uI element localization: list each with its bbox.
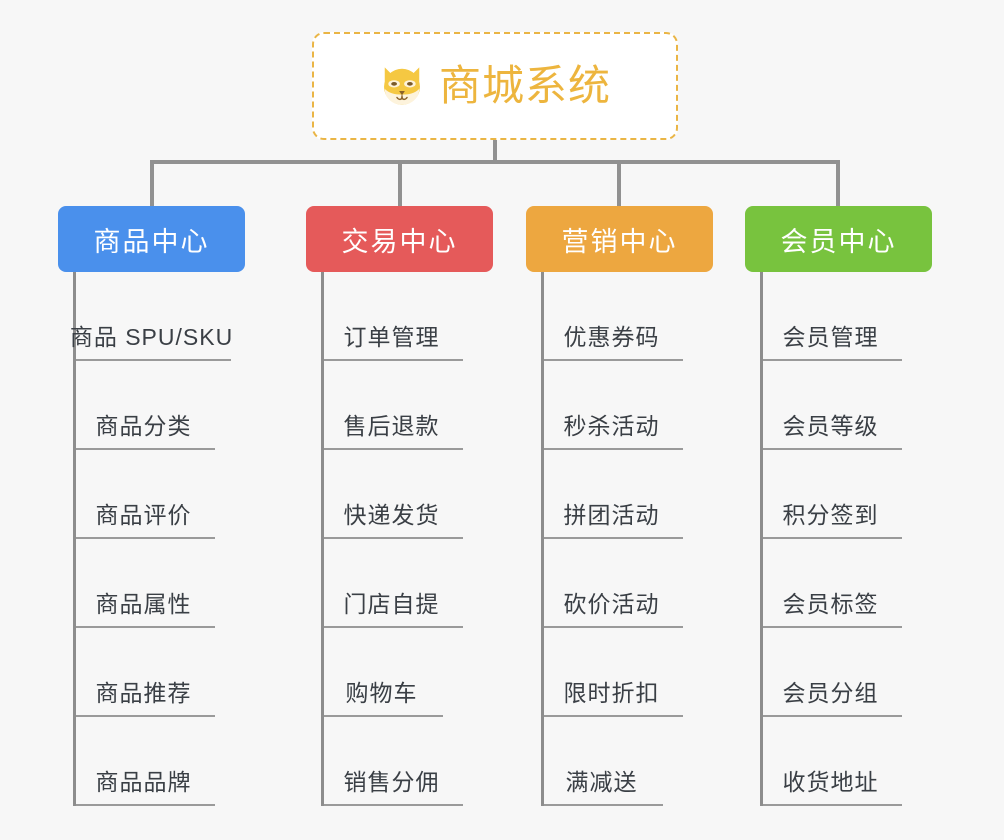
leaf-label: 购物车 [345, 680, 418, 706]
leaf-label: 商品品牌 [95, 769, 192, 795]
leaf-item[interactable]: 满减送 [544, 717, 663, 806]
leaf-label: 拼团活动 [563, 502, 660, 528]
branch-header-label: 商品中心 [93, 226, 210, 257]
leaf-item[interactable]: 秒杀活动 [544, 361, 683, 450]
connector-drop-2 [398, 160, 402, 206]
leaf-item[interactable]: 会员分组 [763, 628, 902, 717]
leaf-label: 会员等级 [782, 413, 879, 439]
leaf-item[interactable]: 限时折扣 [544, 628, 683, 717]
branch-column-3: 营销中心 优惠券码 秒杀活动 拼团活动 砍价活动 限时折扣 满减送 [526, 206, 713, 806]
connector-root-stem [493, 140, 497, 162]
leaf-label: 积分签到 [782, 502, 879, 528]
branch-header-4[interactable]: 会员中心 [745, 206, 932, 272]
branch-items-4: 会员管理 会员等级 积分签到 会员标签 会员分组 收货地址 [745, 272, 932, 806]
leaf-item[interactable]: 优惠券码 [544, 272, 683, 361]
leaf-label: 门店自提 [343, 591, 440, 617]
leaf-item[interactable]: 商品分类 [76, 361, 215, 450]
leaf-item[interactable]: 砍价活动 [544, 539, 683, 628]
leaf-item[interactable]: 商品属性 [76, 539, 215, 628]
branch-header-label: 会员中心 [780, 226, 897, 257]
branch-items-1: 商品 SPU/SKU 商品分类 商品评价 商品属性 商品推荐 商品品牌 [58, 272, 245, 806]
branch-trunk-2 [321, 272, 324, 806]
leaf-label: 会员分组 [782, 680, 879, 706]
leaf-label: 砍价活动 [563, 591, 660, 617]
leaf-label: 收货地址 [782, 769, 879, 795]
leaf-item[interactable]: 购物车 [324, 628, 443, 717]
leaf-label: 商品属性 [95, 591, 192, 617]
leaf-item[interactable]: 售后退款 [324, 361, 463, 450]
leaf-item[interactable]: 商品推荐 [76, 628, 215, 717]
leaf-label: 满减送 [565, 769, 638, 795]
branch-header-2[interactable]: 交易中心 [306, 206, 493, 272]
leaf-item[interactable]: 销售分佣 [324, 717, 463, 806]
branch-items-3: 优惠券码 秒杀活动 拼团活动 砍价活动 限时折扣 满减送 [526, 272, 713, 806]
branch-column-2: 交易中心 订单管理 售后退款 快递发货 门店自提 购物车 销售分佣 [306, 206, 493, 806]
root-node[interactable]: 商城系统 [312, 32, 678, 140]
leaf-label: 会员管理 [782, 324, 879, 350]
branch-column-4: 会员中心 会员管理 会员等级 积分签到 会员标签 会员分组 收货地址 [745, 206, 932, 806]
branch-trunk-3 [541, 272, 544, 806]
connector-drop-1 [150, 160, 154, 206]
leaf-item[interactable]: 会员等级 [763, 361, 902, 450]
leaf-label: 商品 SPU/SKU [69, 324, 234, 350]
leaf-item[interactable]: 拼团活动 [544, 450, 683, 539]
leaf-label: 订单管理 [343, 324, 440, 350]
shiba-dog-icon [384, 67, 420, 105]
leaf-label: 秒杀活动 [563, 413, 660, 439]
leaf-item[interactable]: 收货地址 [763, 717, 902, 806]
leaf-item[interactable]: 订单管理 [324, 272, 463, 361]
branch-items-2: 订单管理 售后退款 快递发货 门店自提 购物车 销售分佣 [306, 272, 493, 806]
branch-trunk-1 [73, 272, 76, 806]
leaf-item[interactable]: 积分签到 [763, 450, 902, 539]
leaf-item[interactable]: 商品品牌 [76, 717, 215, 806]
branch-header-1[interactable]: 商品中心 [58, 206, 245, 272]
branch-header-label: 营销中心 [561, 226, 678, 257]
branch-header-3[interactable]: 营销中心 [526, 206, 713, 272]
leaf-label: 会员标签 [782, 591, 879, 617]
leaf-label: 优惠券码 [563, 324, 660, 350]
leaf-item[interactable]: 快递发货 [324, 450, 463, 539]
leaf-label: 限时折扣 [563, 680, 660, 706]
connector-drop-3 [617, 160, 621, 206]
leaf-label: 销售分佣 [343, 769, 440, 795]
branch-column-1: 商品中心 商品 SPU/SKU 商品分类 商品评价 商品属性 商品推荐 商品品牌 [58, 206, 245, 806]
leaf-label: 商品分类 [95, 413, 192, 439]
leaf-item[interactable]: 会员标签 [763, 539, 902, 628]
leaf-label: 商品推荐 [95, 680, 192, 706]
branch-header-label: 交易中心 [341, 226, 458, 257]
connector-drop-4 [836, 160, 840, 206]
branch-trunk-4 [760, 272, 763, 806]
root-title: 商城系统 [438, 62, 611, 109]
leaf-label: 商品评价 [95, 502, 192, 528]
leaf-item[interactable]: 商品 SPU/SKU [70, 272, 232, 361]
leaf-item[interactable]: 门店自提 [324, 539, 463, 628]
leaf-item[interactable]: 商品评价 [76, 450, 215, 539]
leaf-label: 快递发货 [343, 502, 440, 528]
leaf-item[interactable]: 会员管理 [763, 272, 902, 361]
connector-horizontal-bus [150, 160, 840, 164]
leaf-label: 售后退款 [343, 413, 440, 439]
